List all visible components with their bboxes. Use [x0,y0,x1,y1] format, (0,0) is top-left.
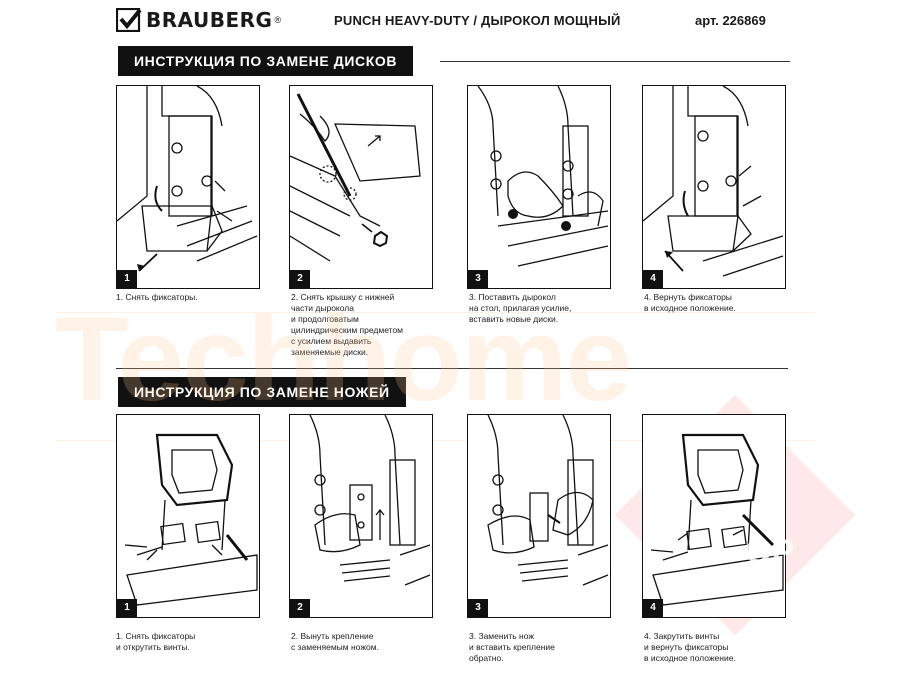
step-number-badge: 4 [643,599,663,617]
caption-line: 4. Вернуть фиксаторы [644,292,732,302]
disc-step-1-illustration: 1 [116,85,260,289]
screw-back-drawing [650,433,784,606]
blade-step-1-caption: 1. Снять фиксаторы и открутить винты. [116,631,276,653]
step-number-badge: 3 [468,599,488,617]
blade-step-4-illustration: 4 [642,414,786,618]
caption-line: части дырокола [291,303,354,313]
document-header: BRAUBERG ® PUNCH HEAVY-DUTY / ДЫРОКОЛ МО… [0,0,900,38]
caption-line: и вернуть фиксаторы [644,642,729,652]
brand-logo: BRAUBERG ® [116,8,281,32]
disc-step-2-caption: 2. Снять крышку с нижней части дырокола … [291,292,451,358]
blade-step-3-caption: 3. Заменить нож и вставить крепление обр… [469,631,629,664]
caption-line: 1. Снять фиксаторы [116,631,196,641]
blade-step-2-illustration: 2 [289,414,433,618]
caption-line: цилиндрическим предметом [291,325,404,335]
product-title: PUNCH HEAVY-DUTY / ДЫРОКОЛ МОЩНЫЙ [334,13,621,28]
section-divider [116,368,788,369]
blade-step-3-illustration: 3 [467,414,611,618]
caption-line: 1. Снять фиксаторы. [116,292,198,302]
disc-step-4-illustration: 4 [642,85,786,289]
checkmark-icon [116,8,142,32]
step-number-badge: 2 [290,599,310,617]
caption-line: вставить новые диски. [469,314,559,324]
caption-line: 3. Поставить дырокол [469,292,556,302]
step-number-badge: 1 [117,270,137,288]
disc-step-4-caption: 4. Вернуть фиксаторы в исходное положени… [644,292,804,314]
registered-mark: ® [274,15,282,25]
caption-line: и открутить винты. [116,642,190,652]
article-number: арт. 226869 [695,13,766,28]
caption-line: на стол, прилагая усилие, [469,303,572,313]
step-number-badge: 2 [290,270,310,288]
step-number-badge: 4 [643,270,663,288]
section-rule [440,61,790,62]
caption-line: 3. Заменить нож [469,631,535,641]
remove-mount-drawing [309,415,431,586]
disc-step-1-caption: 1. Снять фиксаторы. [116,292,276,303]
caption-line: в исходное положение. [644,653,736,663]
watermark-line [55,440,815,441]
disc-step-3-illustration: 3 [467,85,611,289]
caption-line: 2. Вынуть крепление [291,631,374,641]
caption-line: и продолговатым [291,314,359,324]
section-title-blades: ИНСТРУКЦИЯ ПО ЗАМЕНЕ НОЖЕЙ [118,377,406,407]
watermark-line [55,312,815,313]
caption-line: в исходное положение. [644,303,736,313]
blade-step-2-caption: 2. Вынуть крепление с заменяемым ножом. [291,631,451,653]
blade-step-1-illustration: 1 [116,414,260,618]
return-fixators-drawing [643,86,784,277]
caption-line: с усилием выдавить [291,336,372,346]
unscrew-drawing [124,433,258,606]
caption-line: 4. Закрутить винты [644,631,720,641]
disc-step-2-illustration: 2 [289,85,433,289]
caption-line: и вставить крепление [469,642,555,652]
caption-line: 2. Снять крышку с нижней [291,292,395,302]
insert-discs-drawing [477,86,609,267]
watermark-badge-text: OP [745,533,795,571]
caption-line: с заменяемым ножом. [291,642,379,652]
step-number-badge: 3 [468,270,488,288]
blade-step-4-caption: 4. Закрутить винты и вернуть фиксаторы в… [644,631,804,664]
step-number-badge: 1 [117,599,137,617]
caption-line: заменяемые диски. [291,347,369,357]
punch-fixators-drawing [117,86,258,272]
remove-cover-drawing [290,93,421,262]
replace-blade-drawing [487,415,609,586]
caption-line: обратно. [469,653,504,663]
brand-name: BRAUBERG [146,8,273,32]
disc-step-3-caption: 3. Поставить дырокол на стол, прилагая у… [469,292,629,325]
section-title-discs: ИНСТРУКЦИЯ ПО ЗАМЕНЕ ДИСКОВ [118,46,414,76]
